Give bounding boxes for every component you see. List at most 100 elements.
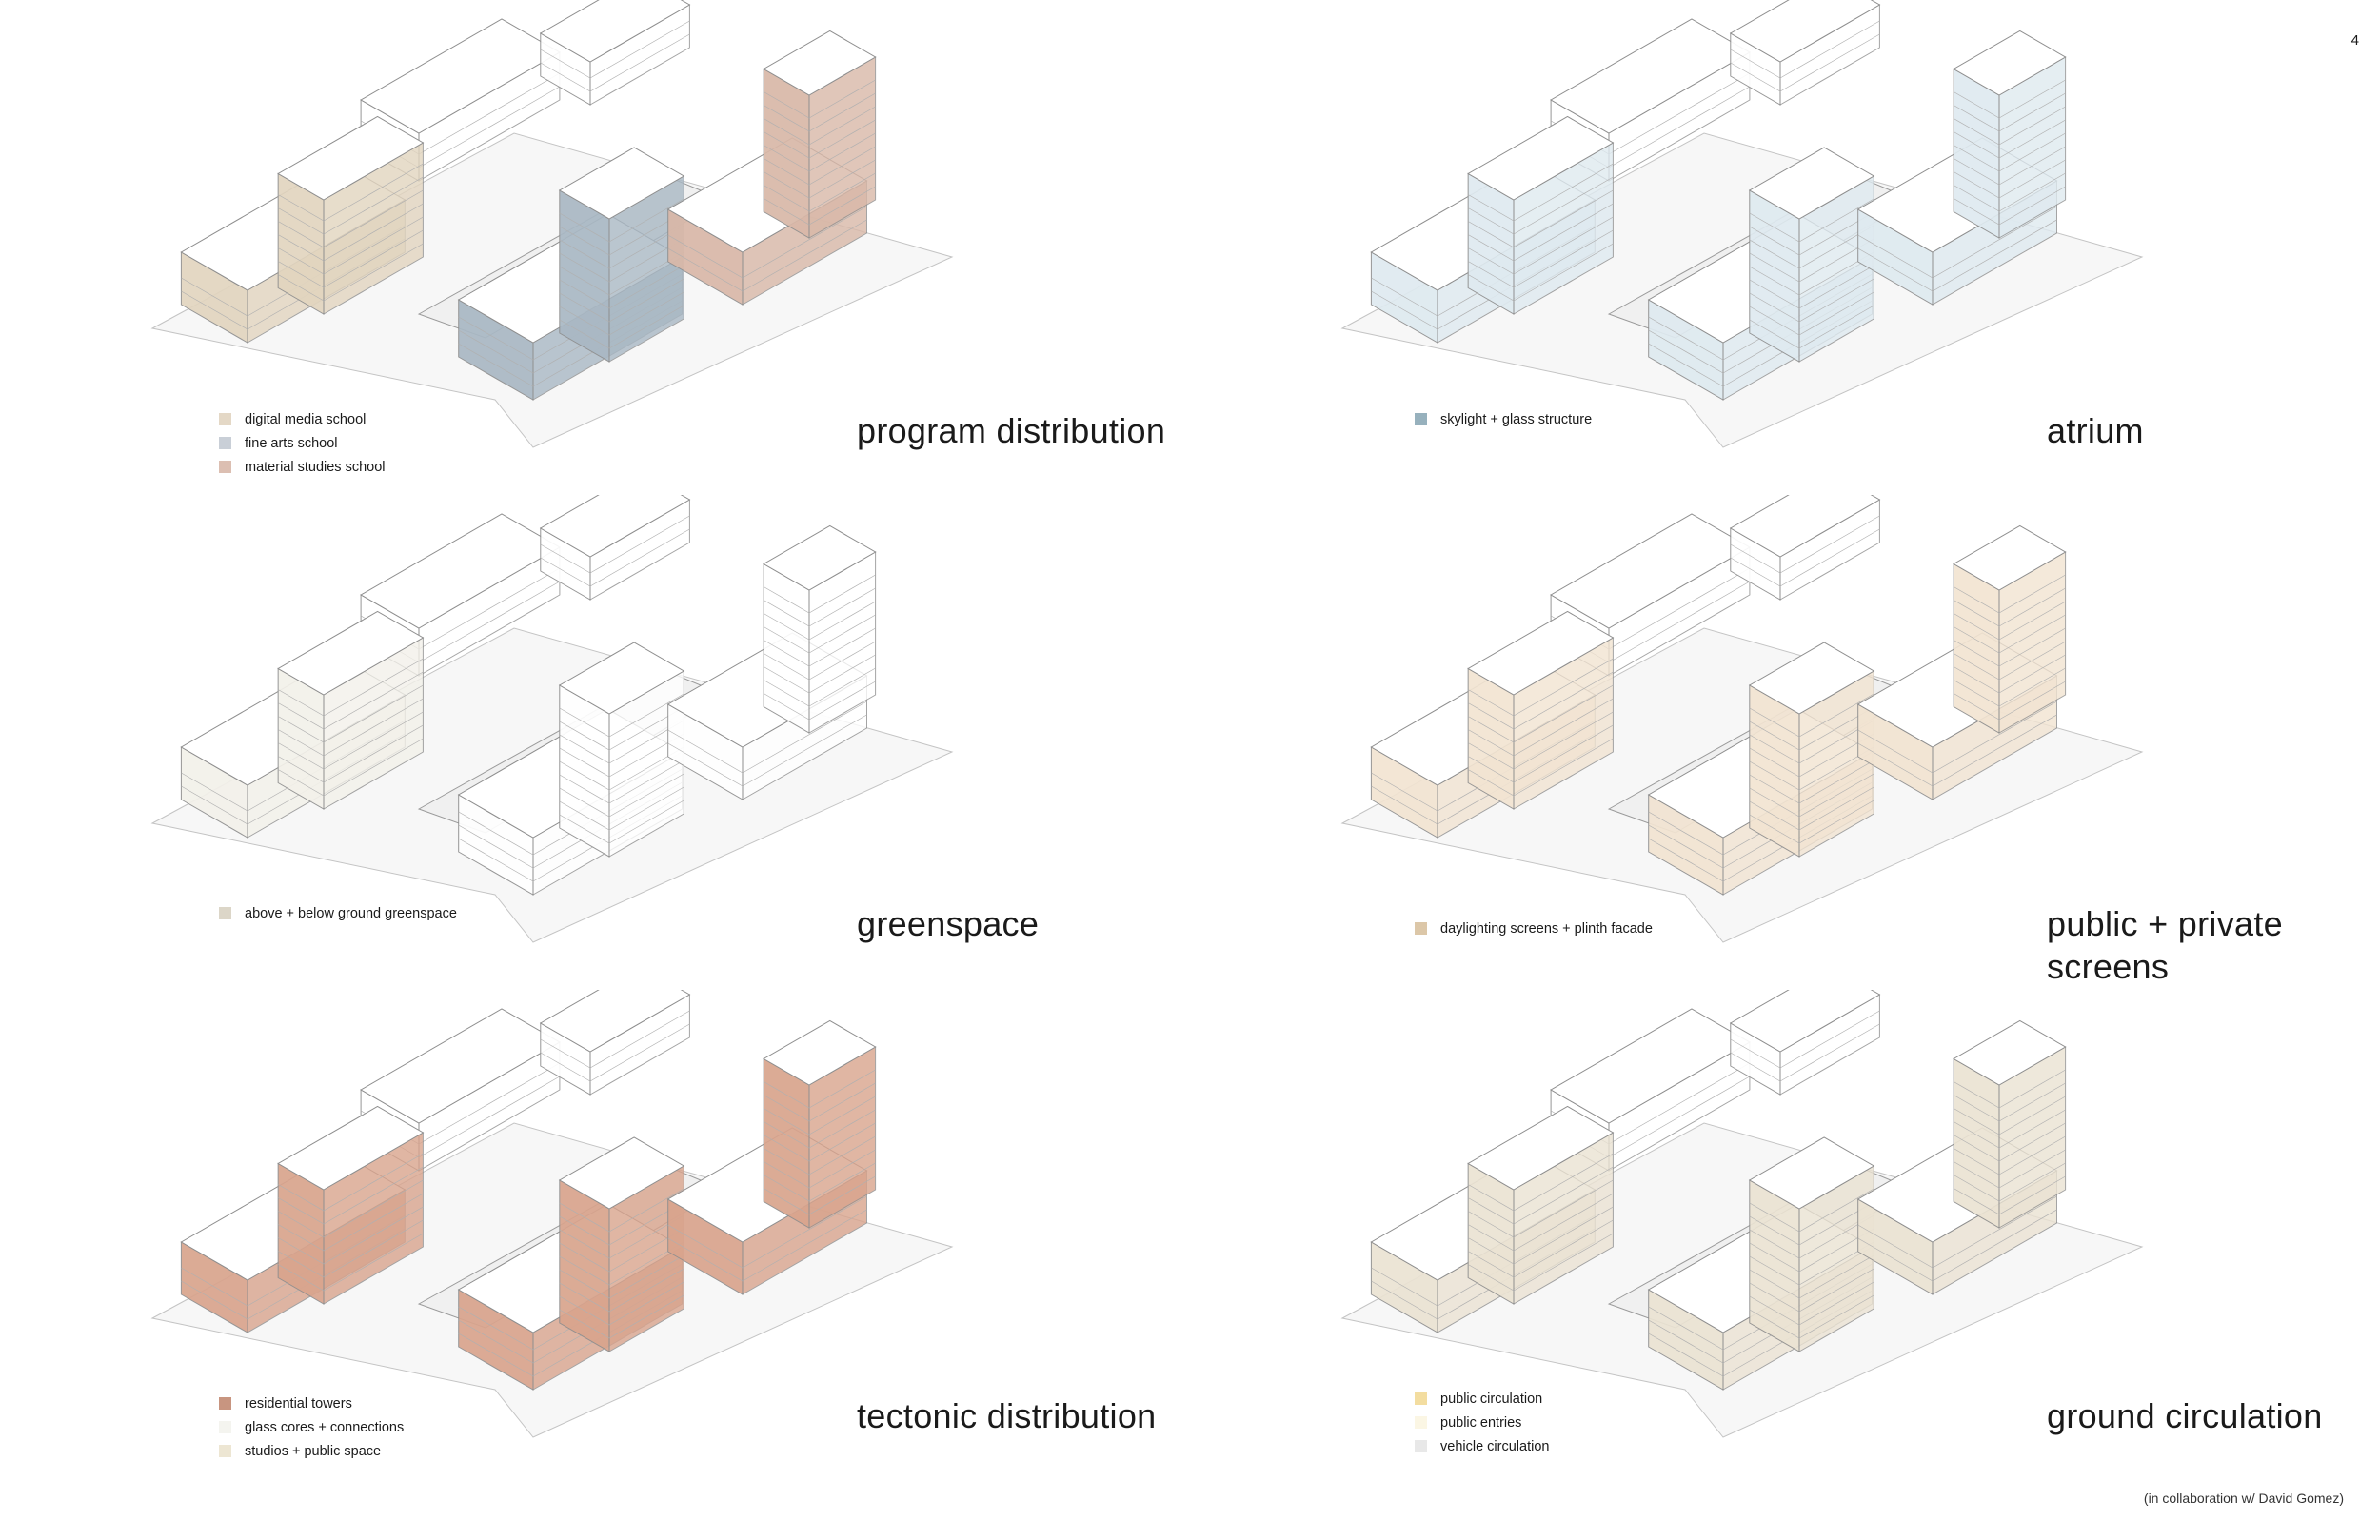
- tower-left-floor-line: [277, 1237, 325, 1265]
- podium-right-floor-line: [667, 742, 744, 787]
- tower-center-floor-line: [1798, 1281, 1874, 1326]
- block-back-right-roof: [1729, 495, 1881, 558]
- tower-right-floor-line: [1953, 1121, 2000, 1149]
- tower-right-floor-line: [1998, 574, 2066, 614]
- podium-center-floor-line: [1648, 1333, 1724, 1377]
- tower-right-floor-line: [808, 186, 876, 226]
- block-back-left-roof: [1550, 1008, 1751, 1124]
- tower-left-floor-line: [1513, 1153, 1614, 1212]
- tower-left-floor-line: [1467, 207, 1515, 235]
- block-back-right-roof: [539, 990, 691, 1053]
- block-back-right-floor-line: [1779, 528, 1880, 587]
- tower-center-floor-line: [608, 786, 684, 831]
- tower-center-floor-line: [1749, 1282, 1800, 1313]
- tower-right-floor-line: [808, 79, 876, 119]
- tower-left-floor-line: [323, 738, 424, 797]
- tower-right-floor-line: [763, 653, 810, 681]
- tower-left-floor-line: [1467, 247, 1515, 275]
- tower-center-floor-line: [559, 787, 610, 818]
- tower-right-floor-line: [763, 586, 810, 614]
- tower-left-floor-line: [323, 163, 424, 222]
- tower-left-roof: [1467, 115, 1615, 201]
- podium-left-floor-line: [1371, 1267, 1438, 1307]
- block-back-right-floor-line: [540, 1052, 591, 1082]
- tower-left-floor-line: [323, 189, 424, 248]
- tower-right-floor-line: [1998, 106, 2066, 146]
- tower-right-floor-line: [763, 680, 810, 707]
- tower-right-floor-line: [763, 131, 810, 159]
- tower-right-floor-line: [763, 105, 810, 132]
- tower-right-floor-line: [1953, 118, 2000, 146]
- podium-center-floor-line: [1648, 824, 1724, 869]
- tower-left-floor-line: [1467, 716, 1515, 743]
- block-back-left-roof: [360, 18, 561, 134]
- tower-center-roof: [1748, 642, 1875, 715]
- tower-left-floor-line: [323, 1206, 424, 1265]
- tower-right-floor-line: [1953, 1161, 2000, 1189]
- tower-center-floor-line: [1749, 239, 1800, 269]
- tower-center-floor-line: [608, 1281, 684, 1326]
- tower-center-floor-line: [1798, 291, 1874, 336]
- podium-right-floor-line: [742, 701, 867, 774]
- tower-right-floor-line: [1998, 1135, 2066, 1175]
- tower-right-floor-line: [1998, 667, 2066, 707]
- block-back-left-floor-line: [418, 86, 561, 168]
- tower-right-floor-line: [1998, 1149, 2066, 1189]
- tower-left-floor-line: [1513, 189, 1614, 248]
- tower-left-floor-line: [1467, 261, 1515, 288]
- podium-right-floor-line: [667, 1224, 744, 1269]
- tower-right-floor-line: [808, 119, 876, 159]
- block-back-right-floor-line: [589, 515, 690, 574]
- tower-right-floor-line: [1998, 1109, 2066, 1149]
- tower-center-floor-line: [1798, 1294, 1874, 1339]
- tower-center-floor-line: [559, 1242, 610, 1273]
- tower-center-floor-line: [1749, 1295, 1800, 1326]
- tower-left-floor-line: [277, 1264, 325, 1292]
- podium-center-floor-line: [458, 316, 534, 361]
- tower-left-floor-line: [323, 711, 424, 770]
- legend-swatch: [1415, 1392, 1427, 1405]
- axonometric-drawing: [150, 495, 954, 943]
- tower-right-floor-line: [763, 600, 810, 627]
- podium-right-floor-line: [667, 1237, 744, 1282]
- block-back-left-floor-line: [1608, 567, 1751, 650]
- legend-swatch: [219, 1421, 231, 1433]
- tower-center-floor-line: [559, 306, 610, 336]
- panel-title-line: ground circulation: [2047, 1396, 2323, 1435]
- tower-left-floor-line: [1467, 742, 1515, 770]
- tower-left-floor-line: [277, 729, 325, 757]
- tower-right-floor-line: [1953, 1095, 2000, 1122]
- tower-left-floor-line: [277, 207, 325, 235]
- legend-item: glass cores + connections: [219, 1415, 404, 1439]
- tower-right-floor-line: [763, 91, 810, 119]
- tower-right-floor-line: [1998, 159, 2066, 199]
- tower-center-floor-line: [608, 1188, 684, 1233]
- tower-center-floor-line: [1798, 800, 1874, 844]
- tower-center-floor-line: [559, 226, 610, 256]
- tower-left-floor-line: [1513, 1193, 1614, 1252]
- tower-center-floor-line: [1749, 1269, 1800, 1299]
- tower-left-floor-line: [277, 756, 325, 783]
- tower-center-roof: [558, 1136, 685, 1210]
- tower-center-floor-line: [1749, 212, 1800, 243]
- tower-center-roof: [558, 642, 685, 715]
- tower-left-floor-line: [1513, 1206, 1614, 1265]
- axonometric-drawing: [150, 990, 954, 1438]
- tower-center-floor-line: [1798, 1268, 1874, 1313]
- tower-left-floor-line: [1467, 1184, 1515, 1212]
- panel-title-line: screens: [2047, 947, 2170, 986]
- tower-center-floor-line: [1798, 693, 1874, 738]
- tower-right-floor-line: [1998, 146, 2066, 186]
- podium-left-floor-line: [181, 277, 248, 317]
- tower-center-floor-line: [1749, 734, 1800, 764]
- tower-right-floor-line: [1998, 79, 2066, 119]
- tower-right-side: [763, 1057, 810, 1229]
- tower-right-floor-line: [1953, 198, 2000, 226]
- legend-label: residential towers: [245, 1395, 352, 1412]
- tower-left-floor-line: [277, 1184, 325, 1212]
- tower-left-floor-line: [1513, 229, 1614, 288]
- block-back-right-floor-line: [1779, 515, 1880, 574]
- podium-left-floor-line: [181, 785, 248, 825]
- tower-right-floor-line: [763, 1188, 810, 1215]
- tower-left-floor-line: [323, 671, 424, 730]
